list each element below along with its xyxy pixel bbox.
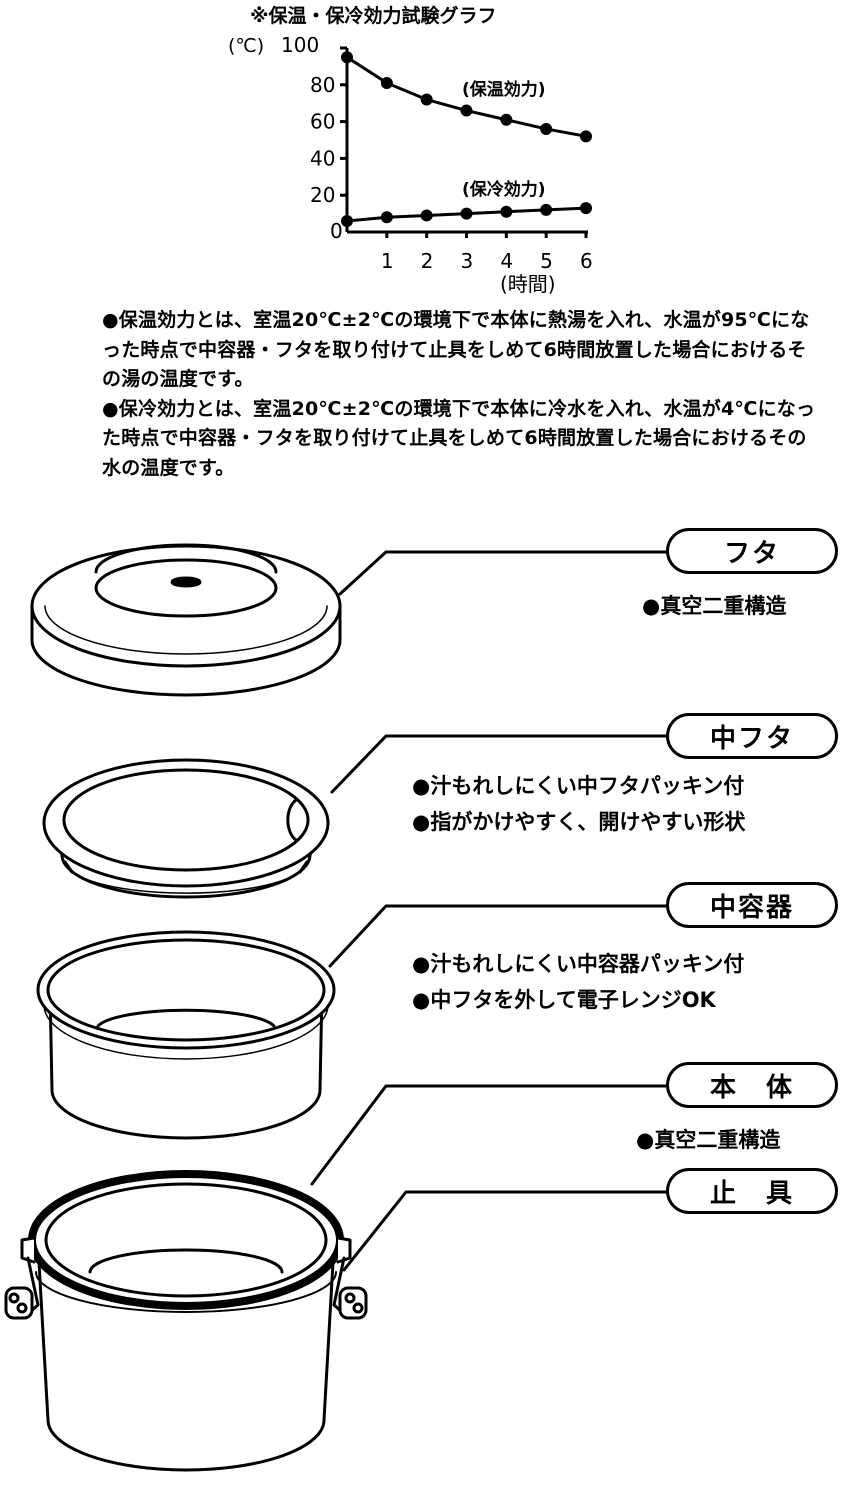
series-label: (保温効力) (462, 79, 546, 100)
note-warm: ●保温効力とは、室温20℃±2℃の環境下で本体に熱湯を入れ、水温が95℃になった… (102, 309, 810, 390)
clasp-right-illustration (332, 1236, 368, 1320)
y-tick-label: 60 (310, 110, 335, 134)
test-notes: ●保温効力とは、室温20℃±2℃の環境下で本体に熱湯を入れ、水温が95℃になった… (102, 306, 822, 483)
inner-container-label: 中容器 (666, 882, 838, 928)
series-label: (保冷効力) (462, 179, 546, 200)
lid-illustration (30, 543, 342, 697)
inner-container-illustration (36, 930, 336, 1140)
series-point (580, 202, 592, 215)
series-point (460, 207, 473, 220)
body-leader-line (310, 1084, 672, 1186)
series-point (341, 51, 353, 64)
y-tick-label: 40 (310, 146, 335, 170)
clasp-left-illustration (4, 1236, 40, 1320)
series-point (380, 211, 393, 224)
series-point (420, 209, 433, 222)
series-point (380, 76, 393, 89)
x-tick-label: 5 (540, 249, 553, 273)
x-tick-label: 0 (330, 219, 343, 243)
body-illustration (28, 1170, 344, 1472)
body-feature: ●真空二重構造 (636, 1128, 781, 1152)
y-tick-label: 80 (310, 73, 335, 97)
body-label: 本 体 (666, 1062, 838, 1108)
clasp-label: 止 具 (666, 1168, 838, 1214)
x-tick-label: 4 (500, 249, 513, 273)
series-point (420, 93, 433, 106)
series-point (580, 130, 592, 143)
inner-container-leader-line (328, 904, 672, 968)
lid-leader-line (338, 550, 672, 596)
inner-container-feature-1: ●汁もれしにくい中容器パッキン付 (412, 952, 745, 976)
chart-title: ※保温・保冷効力試験グラフ (250, 4, 496, 27)
inner-container-feature-2: ●中フタを外して電子レンジOK (412, 988, 716, 1012)
inner-lid-feature-1: ●汁もれしにくい中フタパッキン付 (412, 774, 745, 798)
insulation-test-chart: ※保温・保冷効力試験グラフ (℃) 100 20 40 60 80 0 1 2 3 4 5 6 (… (228, 4, 593, 296)
series-point (500, 205, 513, 218)
y-tick-label: 20 (310, 183, 335, 207)
x-tick-label: 1 (381, 249, 394, 273)
series-point (341, 214, 353, 227)
series-point (500, 113, 513, 126)
lid-label: フタ (666, 528, 838, 574)
lid-feature: ●真空二重構造 (642, 594, 787, 618)
note-cold: ●保冷効力とは、室温20℃±2℃の環境下で本体に冷水を入れ、水温が4℃になった時… (102, 397, 816, 479)
y-tick-label-100: 100 (281, 33, 319, 57)
series-point (540, 203, 553, 216)
clasp-leader-line (342, 1190, 672, 1272)
inner-lid-label: 中フタ (666, 713, 838, 759)
x-tick-label: 6 (580, 249, 593, 273)
x-axis-unit: (時間) (500, 272, 556, 296)
x-tick-label: 3 (461, 249, 474, 273)
inner-lid-leader-line (330, 734, 672, 794)
x-tick-label: 2 (421, 249, 434, 273)
series-point (540, 122, 553, 135)
inner-lid-illustration (42, 758, 330, 899)
y-axis-unit: (℃) (228, 35, 264, 57)
inner-lid-feature-2: ●指がかけやすく、開けやすい形状 (412, 810, 746, 834)
series-point (460, 104, 473, 117)
